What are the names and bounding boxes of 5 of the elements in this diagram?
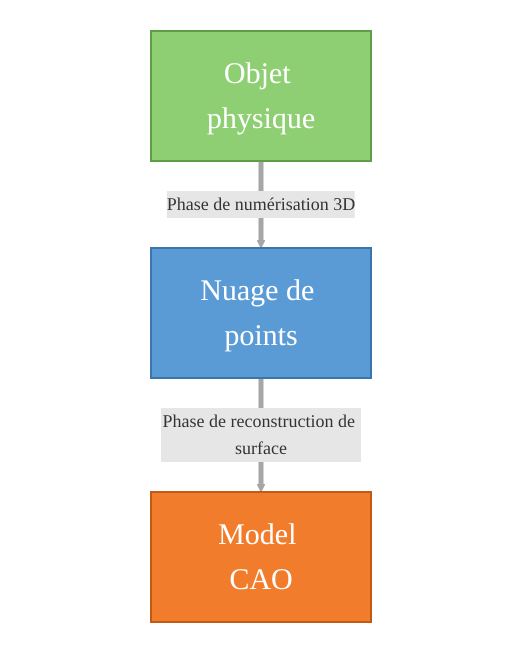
node-box: Model CAO	[150, 490, 372, 622]
edge-label: Phase de reconstruction de surface	[162, 410, 354, 458]
node-box: Nuage de points	[150, 246, 372, 378]
edge-label: Phase de numérisation 3D	[166, 194, 355, 214]
node-box: Objet physique	[150, 30, 372, 162]
